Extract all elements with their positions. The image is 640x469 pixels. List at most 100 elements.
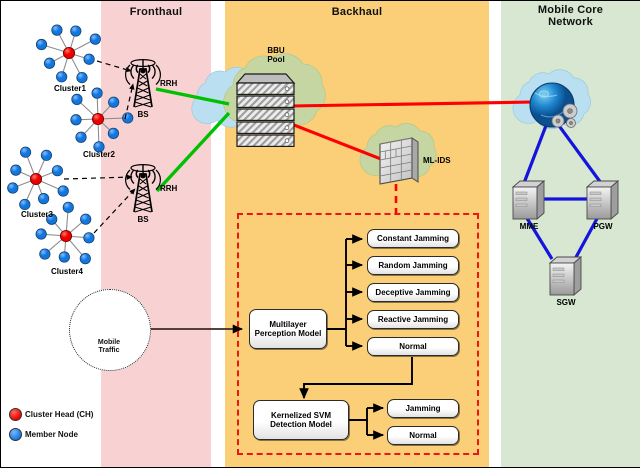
cluster-spoke [63,235,67,258]
band-core [501,1,640,467]
cluster-head[interactable] [29,172,43,186]
member-node[interactable] [70,25,82,37]
cluster-spoke [75,118,99,121]
mlp-model-box[interactable]: Multilayer Perception Model [249,309,327,349]
band-title-core-line2: Network [548,16,593,28]
cluster-spoke [44,235,67,255]
mlp-output-label-2: Random Jamming [378,260,448,270]
mlids-label: ML-IDS [423,156,451,165]
cluster-label-4: Cluster4 [50,267,83,276]
cluster-spoke [65,235,86,259]
cluster-spoke [49,52,70,64]
cluster-1 [35,24,101,84]
member-node[interactable] [51,165,64,177]
rrh-label-1: RRH [160,79,178,88]
cluster-spoke [41,43,70,54]
detection-pipeline-boundary [237,213,479,455]
member-node[interactable] [43,57,56,69]
cluster-spoke [35,178,45,199]
mlp-output-3[interactable]: Deceptive Jamming [367,283,459,302]
cluster-spoke [35,155,47,180]
bs-label-1: BS [137,110,149,119]
mlp-output-2[interactable]: Random Jamming [367,256,459,275]
cluster-spoke [35,178,64,192]
band-title-core: Mobile Core Network [501,4,640,28]
core-node-label-mme: MME [519,222,539,231]
cluster-label-3: Cluster3 [20,210,53,219]
member-node[interactable] [76,71,88,84]
member-node[interactable] [58,251,70,263]
member-node[interactable] [51,24,63,36]
member-node[interactable] [7,182,19,194]
member-node[interactable] [40,149,53,161]
legend-cluster-head-label: Cluster Head (CH) [25,410,94,419]
core-node-label-pgw: PGW [593,222,613,231]
band-title-backhaul: Backhaul [331,6,383,18]
member-node[interactable] [38,193,50,205]
band-title-core-line1: Mobile Core [537,4,604,16]
cluster-spoke [35,170,58,180]
svm-line2: Detection Model [270,420,332,429]
cluster-spoke [68,52,90,60]
member-node[interactable] [57,185,69,197]
mobile-traffic-line2: Traffic [98,347,120,354]
member-node[interactable] [80,213,92,225]
member-node[interactable] [35,228,47,240]
cluster-spoke [12,178,37,189]
mobile-traffic-label: Mobile Traffic [69,339,149,355]
cluster-spoke [65,207,69,237]
svm-output-1[interactable]: Jamming [387,399,459,418]
cluster-head[interactable] [59,229,73,243]
mlp-output-label-5: Normal [399,341,427,351]
member-node[interactable] [19,146,32,158]
mobile-traffic-circle [69,289,151,371]
cluster-spoke [68,52,83,78]
band-fronthaul [101,1,211,467]
member-node[interactable] [79,253,91,265]
member-node[interactable] [71,93,83,105]
cluster-label-2: Cluster2 [82,150,115,159]
cluster-3 [7,146,69,211]
member-node[interactable] [89,33,101,45]
cluster-spoke [96,93,99,120]
bbu-label-line1: BBU [267,46,285,55]
cluster-spoke [51,218,67,237]
legend-member-node-label: Member Node [25,430,78,439]
member-node[interactable] [62,201,74,213]
legend-cluster-head-dot [9,408,22,421]
mlp-output-label-3: Deceptive Jamming [375,287,451,297]
legend-member-node-dot [9,428,22,441]
cluster-spoke [56,29,70,54]
cluster-spoke [65,218,87,237]
member-node[interactable] [83,53,95,65]
member-node[interactable] [39,248,51,260]
bbu-label-line2: Pool [267,55,285,64]
svm-output-2[interactable]: Normal [387,426,459,445]
cluster-spoke [76,98,99,120]
cluster-spoke [80,118,99,138]
cluster-spoke [61,52,70,77]
svm-line1: Kernelized SVM [270,410,331,420]
bbu-pool-label: BBU Pool [253,46,299,64]
mlp-output-5[interactable]: Normal [367,337,459,356]
mlp-output-1[interactable]: Constant Jamming [367,229,459,248]
svm-output-label-1: Jamming [405,403,441,413]
bs-label-2: BS [137,215,149,224]
svm-model-box[interactable]: Kernelized SVM Detection Model [253,400,349,440]
cluster-spoke [97,118,100,147]
mlp-line1: Multilayer [269,319,307,329]
member-node[interactable] [83,232,95,244]
cluster-head[interactable] [62,46,76,60]
member-node[interactable] [56,71,68,83]
cluster-spoke [41,233,67,237]
member-node[interactable] [35,38,48,51]
member-node[interactable] [10,164,22,176]
cluster-spoke [68,30,77,54]
member-node[interactable] [19,198,31,211]
member-node[interactable] [75,131,87,143]
cluster-label-1: Cluster1 [53,84,86,93]
mlp-output-4[interactable]: Reactive Jamming [367,310,459,329]
svm-output-label-2: Normal [409,430,437,440]
member-node[interactable] [70,114,82,126]
